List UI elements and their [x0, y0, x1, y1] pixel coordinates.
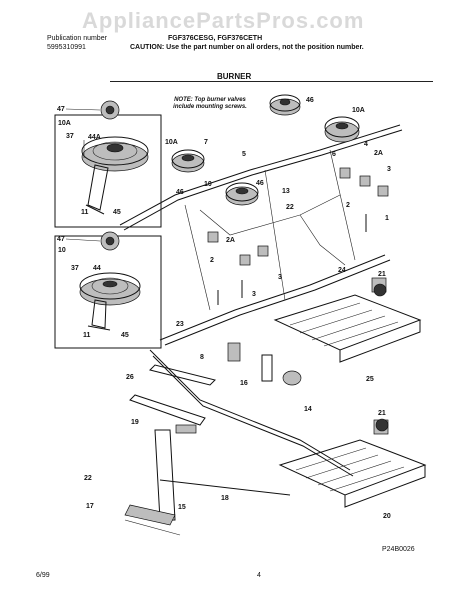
callout-2A: 2A	[374, 150, 383, 157]
footer-date: 6/99	[36, 572, 50, 579]
callout-44: 44	[93, 265, 101, 272]
callout-45: 45	[121, 332, 129, 339]
callout-10A-left: 10A	[165, 139, 178, 146]
callout-25: 25	[366, 376, 374, 383]
callout-3: 3	[278, 274, 282, 281]
callout-44A: 44A	[88, 134, 101, 141]
callout-26: 26	[126, 374, 134, 381]
top-burner-center	[225, 182, 259, 206]
callout-13: 13	[282, 188, 290, 195]
inset-burner-10A	[81, 100, 149, 215]
callout-2: 2	[346, 202, 350, 209]
callout-21: 21	[378, 271, 386, 278]
callout-16: 16	[240, 380, 248, 387]
callout-6: 6	[332, 151, 336, 158]
publication-label: Publication number	[47, 35, 107, 42]
callout-2: 2	[210, 257, 214, 264]
watermark: AppliancePartsPros.com	[82, 8, 365, 33]
callout-21: 21	[378, 410, 386, 417]
callout-labels: 47 10A 37 44A 11 45 47 10 37 44 11 45 10…	[57, 97, 391, 520]
callout-19: 19	[131, 419, 139, 426]
model-numbers: FGF376CESG, FGF376CETH	[168, 35, 263, 42]
callout-15: 15	[178, 504, 186, 511]
callout-2A: 2A	[226, 237, 235, 244]
callout-10A-right: 10A	[352, 107, 365, 114]
callout-17: 17	[86, 503, 94, 510]
top-burner-rear	[269, 94, 301, 116]
callout-10: 10	[204, 181, 212, 188]
callout-3: 3	[387, 166, 391, 173]
top-burner-left	[171, 149, 205, 173]
inset-title-10: 10	[58, 247, 66, 254]
callout-22: 22	[286, 204, 294, 211]
diagram-part-code: P24B0026	[382, 546, 415, 553]
callout-23: 23	[176, 321, 184, 328]
callout-5: 5	[242, 151, 246, 158]
callout-45: 45	[113, 209, 121, 216]
callout-11: 11	[83, 332, 91, 339]
caution-text: CAUTION: Use the part number on all orde…	[130, 44, 364, 51]
lower-components	[124, 283, 389, 536]
callout-7: 7	[204, 139, 208, 146]
callout-11: 11	[81, 209, 89, 216]
callout-14: 14	[304, 406, 312, 413]
oven-burner-baffle-lower	[278, 419, 427, 508]
valve-note: NOTE: Top burner valves include mounting…	[173, 97, 247, 110]
section-title: BURNER	[217, 72, 252, 81]
top-burner-right	[324, 116, 360, 143]
callout-46-top: 46	[306, 97, 314, 104]
publication-number: 5995310991	[47, 44, 86, 51]
callout-37: 37	[71, 265, 79, 272]
callout-4: 4	[364, 141, 368, 148]
oven-burner-baffle-upper	[273, 277, 422, 363]
inset-title-10A: 10A	[58, 120, 71, 127]
callout-18: 18	[221, 495, 229, 502]
footer-page-number: 4	[257, 572, 261, 579]
callout-8: 8	[200, 354, 204, 361]
callout-3: 3	[252, 291, 256, 298]
callout-46: 46	[176, 189, 184, 196]
inset-burner-10	[79, 231, 141, 331]
callout-46: 46	[256, 180, 264, 187]
burner-valves	[207, 167, 389, 305]
callout-22: 22	[84, 475, 92, 482]
callout-37: 37	[66, 133, 74, 140]
callout-47: 47	[57, 236, 65, 243]
callout-24: 24	[338, 267, 346, 274]
callout-20: 20	[383, 513, 391, 520]
callout-47: 47	[57, 106, 65, 113]
title-rule	[110, 81, 433, 82]
callout-1: 1	[385, 215, 389, 222]
